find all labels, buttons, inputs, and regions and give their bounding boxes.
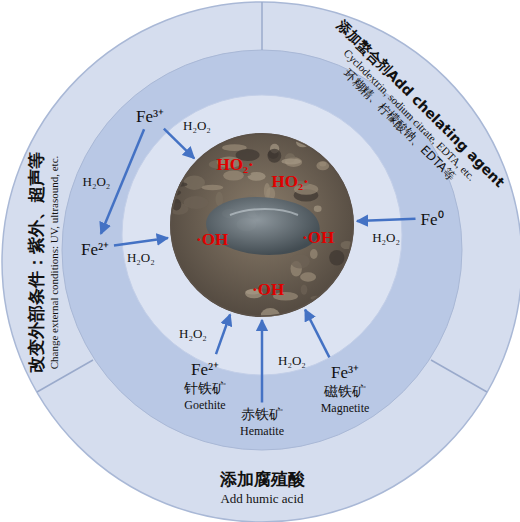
sector-label: 改变外部条件：紫外、超声等Change external conditions:… bbox=[25, 150, 60, 375]
reaction-arrow bbox=[114, 238, 168, 245]
reaction-arrow bbox=[261, 320, 264, 403]
iron-species: Fe³⁺ bbox=[134, 104, 166, 127]
reaction-arrow bbox=[216, 314, 230, 354]
node-text: Goethite bbox=[182, 398, 228, 413]
radical-label: HO₂· bbox=[272, 172, 309, 192]
node-text: Fe²⁺ bbox=[182, 357, 228, 380]
sector-divider bbox=[431, 360, 487, 392]
mineral-label: Fe²⁺针铁矿Goethite bbox=[182, 357, 228, 413]
iron-species: Fe²⁺ bbox=[79, 237, 111, 260]
node-text: Add humic acid bbox=[218, 491, 307, 507]
reaction-arrow bbox=[357, 219, 416, 221]
iron-species: Fe⁰ bbox=[419, 207, 446, 230]
node-text: Hematite bbox=[238, 424, 286, 439]
sector-divider bbox=[261, 2, 263, 50]
node-text: Fe³⁺ bbox=[319, 360, 372, 383]
reagent-label: H₂O₂ bbox=[127, 250, 155, 266]
mineral-label: 赤铁矿Hematite bbox=[238, 406, 286, 439]
reaction-arrow bbox=[305, 310, 329, 358]
node-text: Cyclodextrin, sodium citrate, EDTA, etc. bbox=[323, 27, 497, 201]
node-text: Magnetite bbox=[319, 401, 372, 416]
node-text: 添加螯合剂Add chelating agent bbox=[331, 15, 509, 193]
node-text: 添加腐殖酸 bbox=[218, 468, 307, 491]
node-text: 针铁矿 bbox=[182, 380, 228, 398]
mineral-label: Fe³⁺磁铁矿Magnetite bbox=[319, 360, 372, 416]
radical-label: ·OH bbox=[252, 280, 284, 300]
radical-label: ·OH bbox=[302, 228, 334, 248]
node-text: 改变外部条件：紫外、超声等 bbox=[25, 150, 48, 375]
reagent-label: H₂O₂ bbox=[372, 230, 400, 246]
node-text: Fe²⁺ bbox=[79, 237, 111, 260]
radical-label: ·OH bbox=[196, 230, 228, 250]
node-text: 磁铁矿 bbox=[319, 383, 372, 401]
node-text: Fe⁰ bbox=[419, 207, 446, 230]
reaction-center: HO₂· HO₂· ·OH ·OH ·OH bbox=[170, 133, 354, 317]
sector-label: 添加腐殖酸Add humic acid bbox=[218, 468, 307, 507]
node-text: 赤铁矿 bbox=[238, 406, 286, 424]
reagent-label: H₂O₂ bbox=[278, 353, 306, 369]
node-text: Change external conditions: UV, ultrasou… bbox=[48, 150, 60, 375]
reagent-label: H₂O₂ bbox=[83, 174, 111, 190]
node-text: Fe³⁺ bbox=[134, 104, 166, 127]
reagent-label: H₂O₂ bbox=[179, 326, 207, 342]
reaction-arrow bbox=[164, 129, 194, 159]
radical-label: HO₂· bbox=[217, 155, 254, 175]
reagent-label: H₂O₂ bbox=[183, 118, 211, 134]
